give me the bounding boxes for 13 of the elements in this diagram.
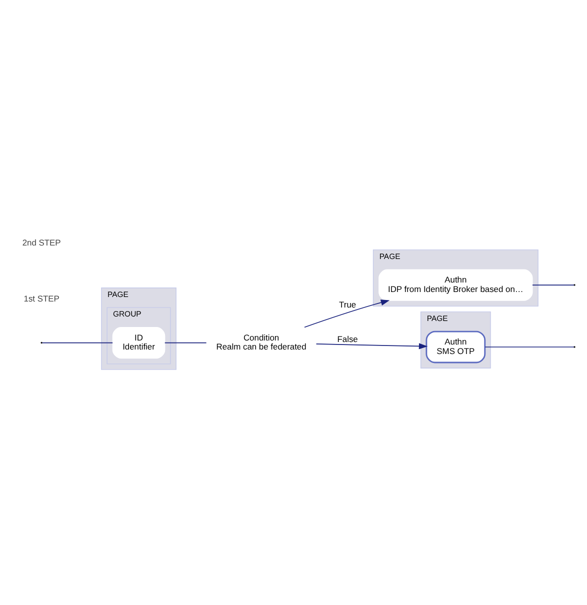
label: 1st STEP xyxy=(24,292,60,303)
edge-label: True xyxy=(339,298,356,309)
arrow xyxy=(304,299,390,328)
connector xyxy=(164,342,207,343)
arrow xyxy=(316,342,428,349)
node-box: ID Identifier xyxy=(112,326,166,358)
edge-label: False xyxy=(337,333,358,344)
node-box: Authn IDP from Identity Broker based on… xyxy=(378,268,533,300)
connector xyxy=(42,342,113,343)
connector xyxy=(484,346,574,347)
label: 2nd STEP xyxy=(22,237,61,248)
node-text: Condition Realm can be federated xyxy=(216,332,306,352)
node-box: Authn SMS OTP xyxy=(426,330,486,363)
